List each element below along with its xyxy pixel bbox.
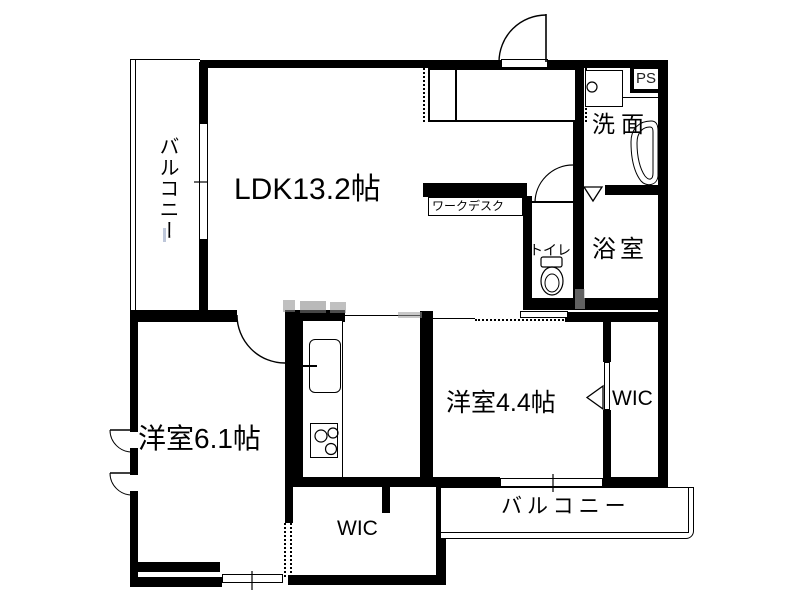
dotted-wic-bottom-entry-1	[284, 523, 286, 577]
basin-icon	[586, 81, 598, 93]
room-label-bedroom44: 洋室4.4帖	[446, 389, 556, 417]
wall-top-right	[548, 60, 668, 68]
room-label-ps: PS	[636, 70, 657, 87]
wall-wic-divider-upper	[603, 322, 611, 362]
entrance-door-arc	[498, 14, 547, 63]
room-label-bedroom61: 洋室6.1帖	[138, 423, 261, 454]
wall-right-outer	[658, 60, 668, 485]
casement-notch-2	[129, 475, 139, 491]
watermark-artifact	[575, 289, 585, 309]
stove-burner-icon	[327, 427, 339, 439]
kitchen-open-boundary	[345, 315, 420, 316]
dotted-entry-hall-boundary	[423, 68, 425, 122]
casement-arc-2	[109, 472, 133, 496]
wall-ldk-left-lower	[199, 240, 208, 312]
balcony-bottom-inner-line-v	[688, 487, 689, 533]
wall-south-right	[603, 477, 668, 487]
vanity-cabinet	[585, 70, 623, 107]
wall-kitchen-left	[285, 310, 302, 480]
wic-right-door-jamb	[604, 362, 610, 410]
stove-burner-icon	[314, 429, 328, 443]
wall-wic-divider-lower	[603, 410, 611, 477]
wall-bedroom61-left	[130, 310, 138, 587]
bedroom44-open-boundary	[433, 318, 475, 319]
room-label-workdesk: ワークデスク	[432, 199, 505, 213]
room-label-ldk: LDK13.2帖	[234, 173, 381, 206]
wall-wash-bath-divider	[605, 185, 658, 195]
bathtub-inner-line	[636, 126, 654, 180]
watermark-artifact	[398, 312, 422, 318]
wall-wic-bottom-left	[285, 480, 293, 523]
room-label-wic-bottom: WIC	[337, 517, 378, 540]
entrance-storage-divider	[455, 68, 457, 122]
watermark-artifact	[283, 300, 295, 312]
room-label-wic-right: WIC	[612, 387, 653, 410]
toilet-tank-icon	[540, 256, 563, 268]
wall-top-left	[200, 60, 501, 68]
wall-bath-bottom	[523, 298, 668, 310]
work-desk-box	[428, 197, 523, 216]
bathtub-icon	[630, 120, 659, 186]
room-label-balcony-left: バルコニー	[156, 136, 178, 241]
toilet-door-leaf	[532, 201, 573, 203]
balcony-bottom-outline	[440, 487, 694, 539]
casement-notch-1	[129, 432, 139, 448]
wall-sanitary-left	[573, 62, 584, 310]
wic-folding-door-icon	[585, 384, 604, 411]
entrance-storage-cabinet	[428, 68, 577, 122]
wall-wic-divider-bottom-stub	[382, 485, 390, 513]
wall-workdesk	[423, 183, 527, 197]
wall-toilet-left	[523, 196, 532, 310]
wall-bedroom61-top	[130, 310, 237, 322]
dotted-sliding-track	[475, 319, 568, 321]
balcony-left-top-edge	[130, 59, 200, 60]
washroom-counter-line	[623, 97, 660, 98]
wall-ldk-left-upper	[199, 62, 208, 123]
watermark-artifact	[300, 301, 326, 313]
bedroom61-door-arc	[236, 314, 286, 364]
ps-box-inner	[634, 69, 658, 89]
entrance-threshold	[501, 59, 548, 68]
watermark-artifact	[330, 302, 346, 313]
sliding-door-leaf-bedroom44	[520, 311, 568, 318]
wall-bedroom44-left	[420, 311, 433, 477]
balcony-left-outer-edge	[130, 60, 131, 310]
wall-wic-right-top	[565, 312, 668, 322]
window-bedroom44-south	[500, 478, 603, 487]
room-label-toilet: トイレ	[529, 242, 571, 258]
bathroom-folding-door-icon	[582, 186, 604, 203]
room-label-balcony-bottom: バルコニー	[501, 495, 631, 518]
watermark-artifact	[163, 228, 166, 242]
dotted-wic-bottom-entry-2	[290, 523, 292, 577]
toilet-door-arc	[534, 164, 574, 204]
room-label-washroom: 洗面	[592, 111, 650, 137]
wall-bedroom61-bottom-outer	[130, 577, 222, 587]
toilet-bowl-inner	[544, 273, 560, 293]
stove-burner-icon	[324, 442, 338, 456]
stove	[310, 423, 338, 458]
balcony-left-inner-edge	[135, 60, 136, 310]
toilet-icon	[540, 266, 564, 296]
balcony-bottom-inner-line-h	[440, 532, 688, 533]
room-label-bathroom: 浴室	[592, 236, 648, 263]
wall-south-left	[285, 477, 500, 487]
kitchen-sink	[309, 339, 341, 393]
casement-arc-1	[109, 429, 133, 453]
wall-wic-bottom	[288, 575, 446, 585]
wall-bedroom61-bottom-inner	[138, 562, 220, 572]
